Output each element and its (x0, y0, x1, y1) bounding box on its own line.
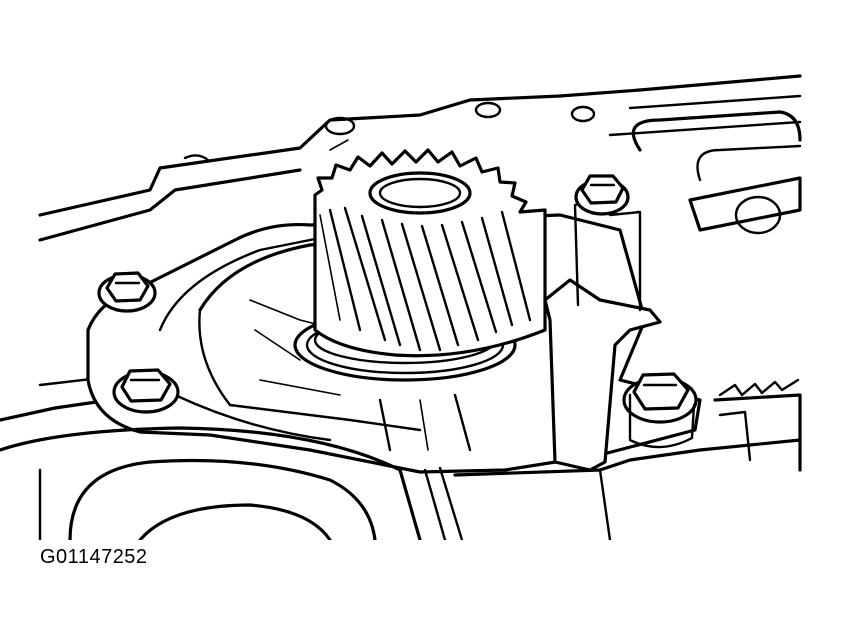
mounting-bolt (112, 368, 180, 414)
transmission-case (0, 74, 802, 422)
mounting-bolt (622, 372, 698, 449)
figure-caption: G01147252 (40, 546, 148, 568)
transmission-case (0, 426, 802, 542)
helical-gear (313, 148, 547, 358)
mounting-bolt (574, 174, 630, 216)
mounting-bolt (97, 271, 157, 313)
line-drawing (0, 74, 802, 542)
gear-installation-illustration (0, 74, 802, 542)
transmission-case (713, 378, 802, 472)
retainer-bracket (543, 198, 662, 472)
